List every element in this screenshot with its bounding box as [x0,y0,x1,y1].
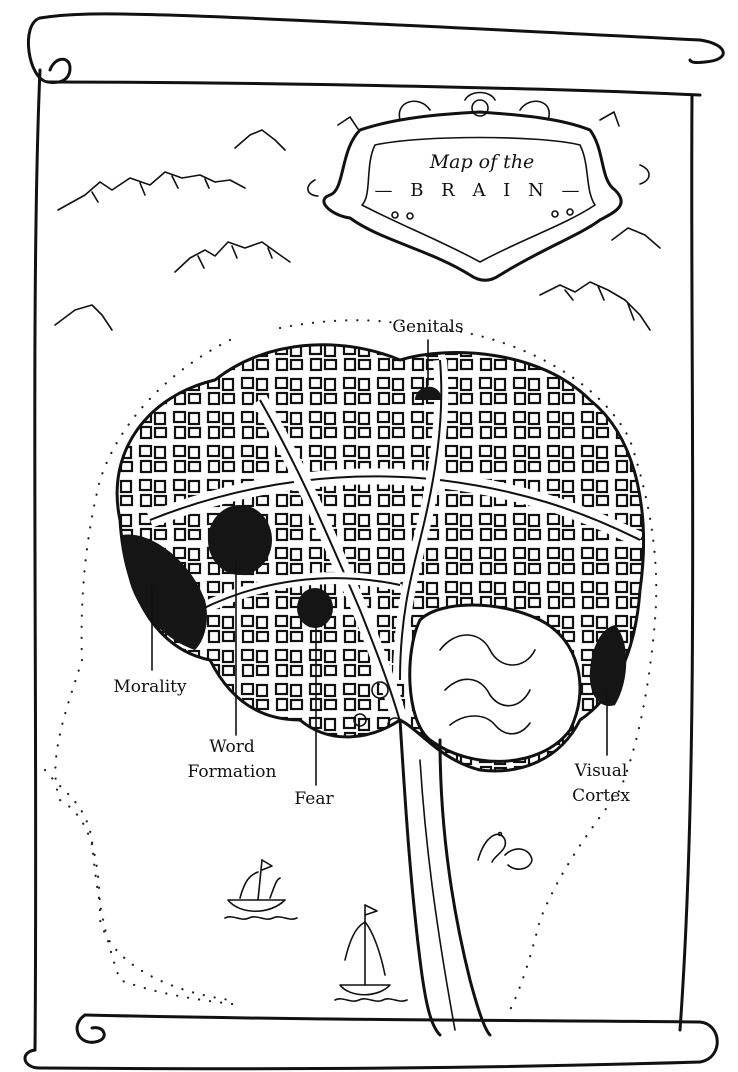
map-title-line2: — B R A I N — [375,180,586,201]
label-visual-cortex-line2: Cortex [572,786,630,806]
ship-icon [335,905,407,1001]
cartouche-icon: Map of the — B R A I N — [308,93,649,281]
ship-icon [225,860,297,919]
label-fear: Fear [294,789,334,809]
label-word-formation-line1: Word [209,737,255,757]
mountain-icon [55,130,660,330]
label-morality: Morality [113,677,187,697]
sea-serpent-icon [478,833,532,870]
fear-region [297,588,333,628]
label-word-formation-line2: Formation [188,762,277,782]
word-formation-region [208,505,272,575]
label-genitals: Genitals [392,317,463,337]
map-title-line1: Map of the [429,151,535,173]
label-visual-cortex-line1: Visual [574,761,628,781]
